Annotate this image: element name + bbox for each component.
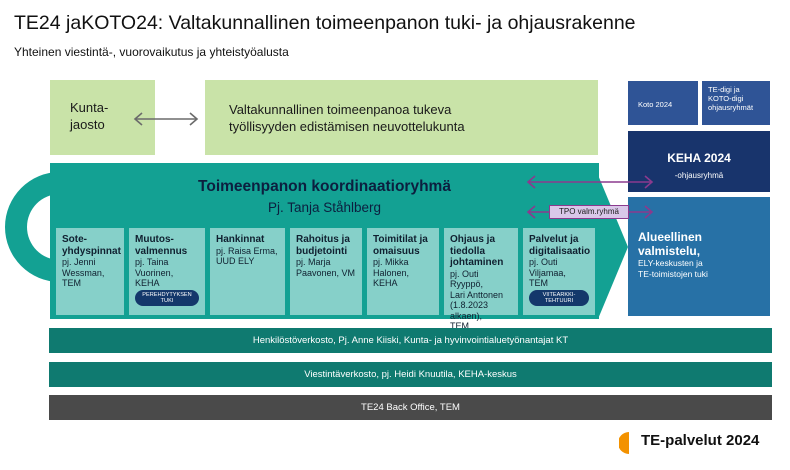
subgroup-chair: Vuorinen, KEHA	[135, 267, 174, 289]
alueellinen-sub: ELY-keskusten ja	[638, 258, 703, 268]
te-digi-line: KOTO-digi	[708, 94, 744, 103]
brand-name: TE-palvelut 2024	[641, 432, 760, 449]
back-office-bar: TE24 Back Office, TEM	[49, 395, 772, 420]
badge-line: TUKI	[160, 298, 174, 304]
subgroup-name: Sote-	[62, 234, 87, 245]
coordination-chair: Pj. Tanja Ståhlberg	[267, 200, 382, 215]
subgroup-name: Hankinnat	[216, 234, 265, 245]
henkilostoverkosto-bar: Henkilöstöverkosto, Pj. Anne Kiiski, Kun…	[49, 328, 772, 353]
subgroup-box: Sote- yhdyspinnat pj. Jenni Wessman, TEM	[56, 228, 124, 315]
subgroup-chair: (1.8.2023 alkaen),	[450, 300, 489, 321]
page-subtitle: Yhteinen viestintä-, vuorovaikutus ja yh…	[14, 45, 289, 59]
keha-subtitle: -ohjausryhmä	[674, 171, 724, 180]
subgroup-name: digitalisaatio	[529, 245, 591, 257]
subgroup-chair: Halonen, KEHA	[373, 267, 410, 289]
subgroup-name: valmennus	[135, 245, 188, 257]
subgroup-box: Rahoitus ja budjetointi pj. Marja Paavon…	[290, 228, 362, 315]
alueellinen-sub: TE-toimistojen tuki	[638, 268, 708, 279]
viitearkkitehtuuri-badge: VIITEARKKI- TEHTUURI	[529, 290, 589, 306]
neuvottelukunta-line: työllisyyden edistämisen neuvottelukunta	[229, 119, 465, 134]
alueellinen-title: Alueellinen	[638, 230, 703, 244]
right-arrow-head	[598, 175, 628, 319]
viestintaverkosto-bar: Viestintäverkosto, pj. Heidi Knuutila, K…	[49, 362, 772, 387]
coordination-title: Toimeenpanon koordinaatioryhmä	[198, 178, 451, 195]
subgroup-chair: Wessman, TEM	[62, 267, 105, 289]
koto-label: Koto 2024	[638, 100, 673, 109]
subgroup-chair: Lari Anttonen	[450, 289, 504, 300]
subgroup-chair: pj. Jenni	[62, 257, 96, 267]
subgroup-chair: TEM	[529, 278, 548, 288]
subgroup-name: Muutos-	[135, 234, 174, 245]
kunta-line: Kunta-	[70, 100, 109, 115]
subgroup-box: Toimitilat ja omaisuus pj. Mikka Halonen…	[367, 228, 439, 315]
badge-line: PEREHDYTYKSEN	[142, 291, 192, 298]
subgroup-name: tiedolla	[450, 245, 486, 257]
badge-line: TEHTUURI	[544, 298, 574, 304]
neuvottelukunta-line: Valtakunnallinen toimeenpanoa tukeva	[229, 102, 452, 117]
subgroup-name: Ohjaus ja	[450, 234, 496, 245]
subgroup-box: Palvelut ja digitalisaatio pj. Outi Vilj…	[523, 228, 595, 315]
te-digi-box: TE-digi ja KOTO-digi ohjausryhmät	[702, 81, 770, 125]
subgroup-chair: pj. Mikka	[373, 257, 409, 267]
loop-ring	[5, 172, 60, 282]
subgroup-name: Toimitilat ja	[373, 234, 428, 245]
subgroup-name: yhdyspinnat	[62, 245, 121, 257]
subgroup-chair: Paavonen, VM	[296, 267, 356, 278]
subgroup-chair: TEM	[450, 321, 469, 331]
te-digi-line: TE-digi ja	[708, 85, 740, 94]
subgroup-box: Muutos- valmennus pj. Taina Vuorinen, KE…	[129, 228, 205, 315]
kunta-line: jaosto	[70, 117, 105, 132]
brand-mark-icon	[619, 432, 629, 454]
subgroup-chair: pj. Outi Ryyppö,	[450, 268, 484, 290]
subgroup-box: Hankinnat pj. Raisa Erma, UUD ELY	[210, 228, 285, 315]
subgroup-box: Ohjaus ja tiedolla johtaminen pj. Outi R…	[444, 228, 518, 331]
subgroup-name: johtaminen	[450, 257, 504, 268]
page-title: TE24 jaKOTO24: Valtakunnallinen toimeenp…	[14, 12, 636, 34]
subgroup-name: omaisuus	[373, 245, 420, 257]
subgroup-chair: UUD ELY	[216, 256, 255, 266]
subgroup-chair: pj. Outi Viljamaa,	[529, 257, 566, 278]
subgroup-name: budjetointi	[296, 245, 348, 257]
subgroup-name: Palvelut ja	[529, 234, 579, 245]
alueellinen-title: valmistelu,	[638, 244, 701, 258]
keha-2024-box: KEHA 2024 -ohjausryhmä	[628, 131, 770, 192]
keha-title: KEHA 2024	[667, 151, 731, 165]
neuvottelukunta-box: Valtakunnallinen toimeenpanoa tukeva työ…	[205, 80, 598, 155]
te-digi-line: ohjausryhmät	[708, 103, 754, 112]
alueellinen-valmistelu-box: Alueellinen valmistelu, ELY-keskusten ja…	[628, 197, 770, 316]
badge-line: VIITEARKKI-	[542, 291, 576, 298]
subgroup-chair: pj. Raisa Erma,	[216, 245, 278, 256]
koto-2024-box: Koto 2024	[628, 81, 698, 125]
te-palvelut-logo: TE-palvelut 2024	[619, 430, 779, 460]
subgroup-chair: pj. Taina	[135, 257, 169, 267]
perehdytyksen-tuki-badge: PEREHDYTYKSEN TUKI	[135, 290, 199, 306]
subgroup-chair: pj. Marja	[296, 257, 331, 267]
subgroup-name: Rahoitus ja	[296, 234, 350, 245]
tpo-label: TPO valm.ryhmä	[549, 205, 629, 219]
